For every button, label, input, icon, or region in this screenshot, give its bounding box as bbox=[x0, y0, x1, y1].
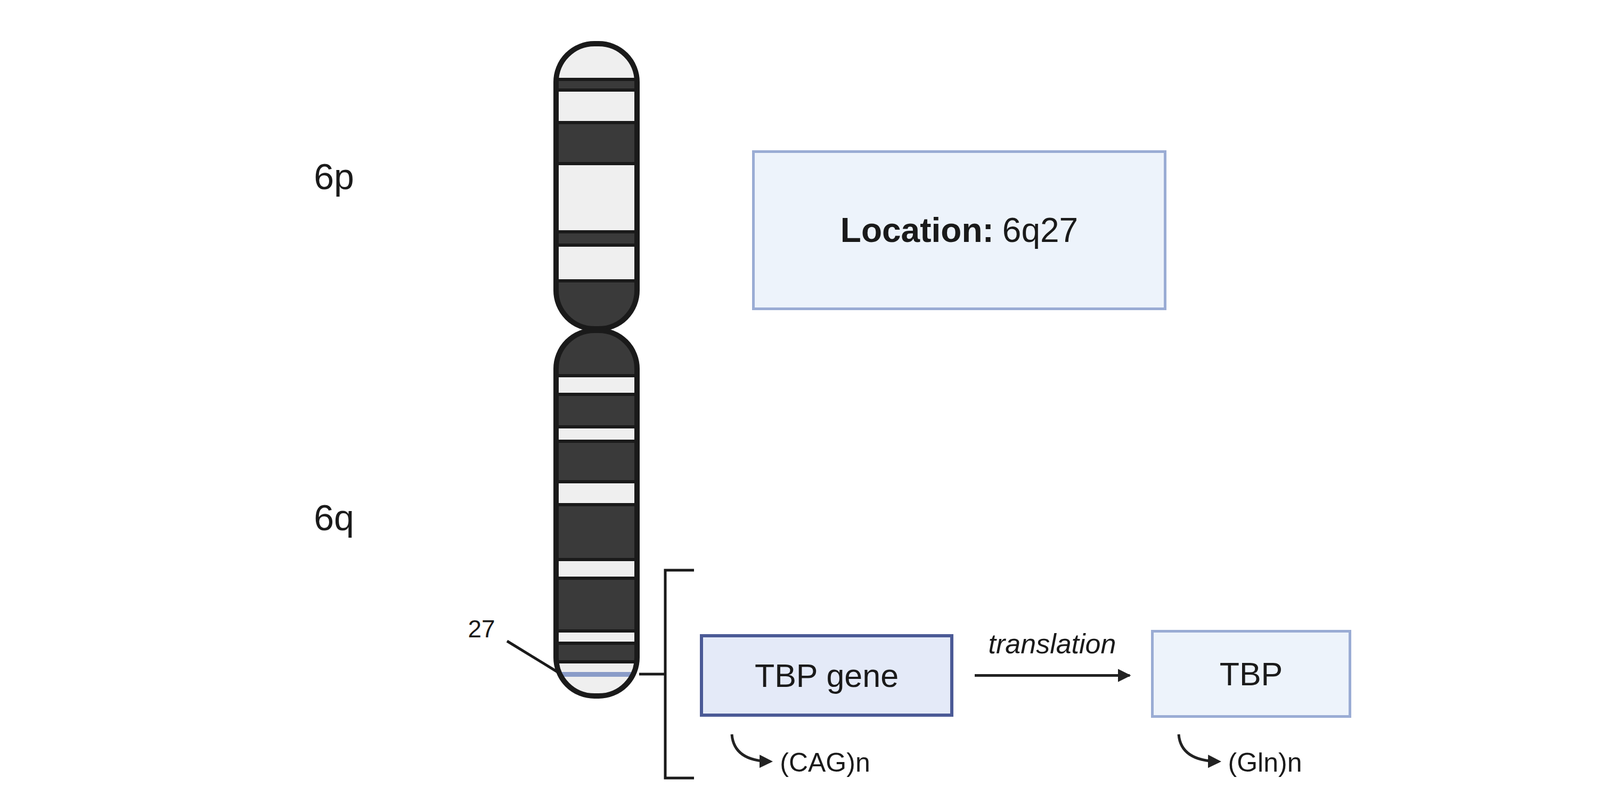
bracket-stem bbox=[639, 672, 666, 676]
arrow-connector bbox=[974, 673, 1130, 677]
p-arm-outline bbox=[556, 43, 638, 329]
bracket bbox=[665, 569, 695, 778]
repeat-label: (Gln)n bbox=[1228, 746, 1303, 778]
chromosome-q-arm bbox=[556, 330, 638, 696]
curved-arrow bbox=[1178, 733, 1219, 762]
chromosome-p-arm bbox=[556, 43, 638, 329]
node-text: TBP gene bbox=[754, 656, 899, 695]
node-text: TBP bbox=[1219, 655, 1284, 693]
location-box: Location:6q27 bbox=[752, 150, 1167, 310]
arm-label: 6q bbox=[313, 496, 355, 538]
callout-number: 27 bbox=[467, 614, 495, 643]
band-27-highlight bbox=[556, 671, 638, 677]
node-text: 6q27 bbox=[1002, 210, 1079, 250]
node-text: Location: bbox=[840, 210, 994, 250]
repeat-label: (CAG)n bbox=[779, 746, 870, 778]
protein-box: TBP bbox=[1150, 629, 1352, 718]
q-arm-outline bbox=[556, 330, 638, 696]
leader-line bbox=[507, 640, 560, 673]
curved-arrow bbox=[731, 733, 771, 762]
gene-box: TBP gene bbox=[699, 633, 954, 717]
edge-label: translation bbox=[985, 627, 1120, 660]
arm-label: 6p bbox=[313, 155, 355, 198]
